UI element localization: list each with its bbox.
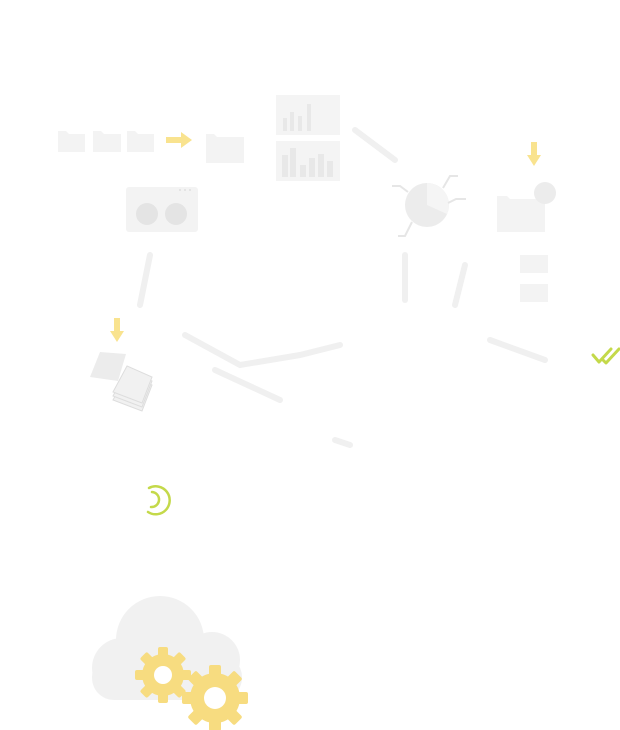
gear-icon [135, 647, 191, 703]
globe-icon [534, 182, 556, 204]
document-stack-icon [90, 352, 153, 412]
folder-icon [206, 134, 244, 163]
folder-icon [93, 131, 121, 152]
arrow-right-icon [166, 132, 192, 148]
bar-chart-icon [276, 95, 340, 135]
gear-icon [182, 665, 248, 730]
folder-icon [127, 131, 154, 152]
folder-icon [497, 196, 545, 232]
folder-group [58, 131, 154, 152]
double-check-icon [591, 347, 620, 365]
bar-chart-icon [276, 141, 340, 181]
folder-icon [58, 131, 85, 152]
arrow-down-icon [527, 142, 541, 166]
pie-chart-icon [392, 175, 466, 237]
toggle-panel-icon [126, 187, 198, 232]
card-stack [520, 255, 548, 302]
arrow-down-icon [110, 318, 124, 342]
connector-lines [137, 127, 548, 448]
loading-spinner-icon [146, 485, 171, 516]
